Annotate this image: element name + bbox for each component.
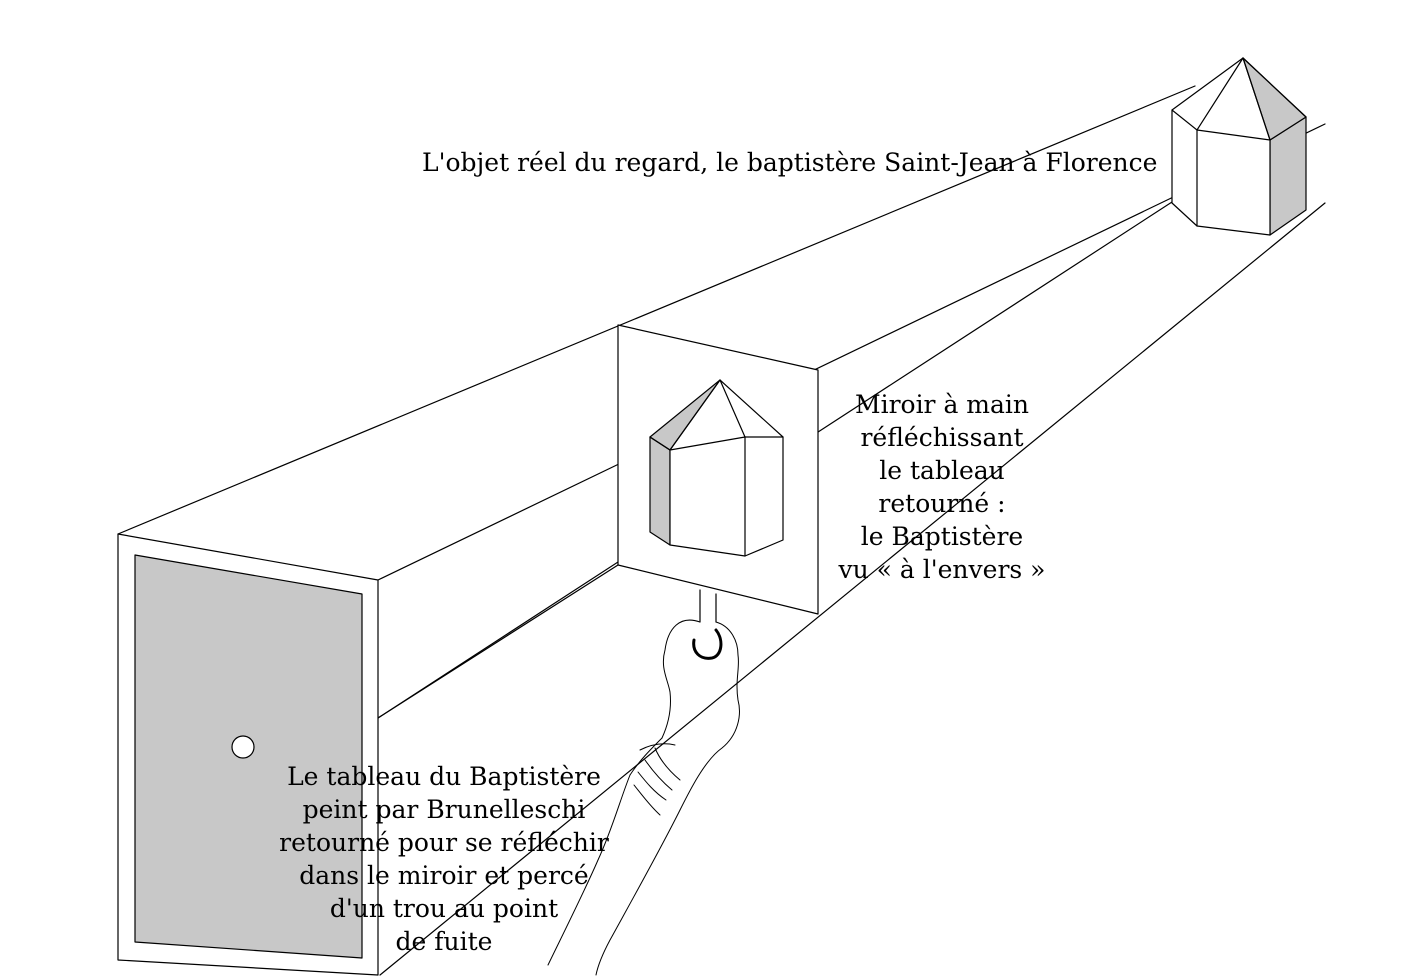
real-baptistery (1171, 57, 1307, 236)
label-line: le Baptistère (860, 522, 1024, 551)
label-line: réfléchissant (860, 423, 1024, 452)
label-painting: Le tableau du Baptistère peint par Brune… (260, 760, 628, 958)
hand-sketch (547, 619, 740, 976)
vanishing-point-hole (231, 735, 255, 759)
reflected-baptistery (649, 379, 784, 557)
label-line: Le tableau du Baptistère (287, 762, 601, 791)
mirror-handle (699, 589, 717, 623)
label-line: Miroir à main (854, 390, 1030, 419)
label-real-object: L'objet réel du regard, le baptistère Sa… (422, 148, 1158, 177)
label-line: de fuite (395, 927, 493, 956)
label-line: d'un trou au point (329, 894, 559, 923)
label-line: vu « à l'envers » (838, 555, 1046, 584)
label-hand-mirror: Miroir à main réfléchissant le tableau r… (812, 388, 1072, 586)
label-line: retourné : (878, 489, 1006, 518)
label-line: retourné pour se réfléchir (279, 828, 609, 857)
label-line: dans le miroir et percé (299, 861, 589, 890)
label-line: le tableau (879, 456, 1005, 485)
painting-frame (117, 533, 379, 976)
label-line: peint par Brunelleschi (302, 795, 586, 824)
